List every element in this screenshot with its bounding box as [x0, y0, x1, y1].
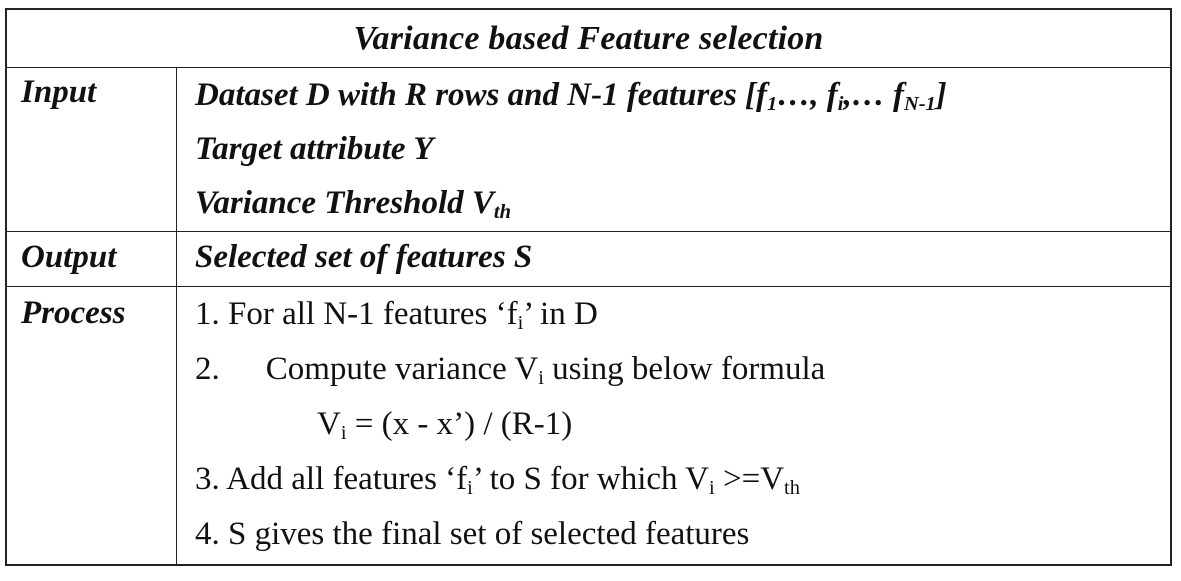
- variance-formula: Vi = (x - x’) / (R-1): [317, 406, 573, 445]
- input-label: Input: [7, 68, 177, 231]
- algorithm-table: Variance based Feature selection Input D…: [5, 8, 1172, 566]
- input-target-line: Target attribute Y: [195, 131, 434, 167]
- process-step-1: 1. For all N-1 features ‘fi’ in D: [195, 296, 598, 335]
- process-label: Process: [7, 287, 177, 564]
- output-label: Output: [7, 232, 177, 286]
- input-dataset-line: Dataset D with R rows and N-1 features […: [195, 77, 947, 116]
- process-steps: 1. For all N-1 features ‘fi’ in D 2.Comp…: [177, 287, 1170, 564]
- title-row: Variance based Feature selection: [7, 10, 1170, 67]
- table-title: Variance based Feature selection: [353, 19, 824, 57]
- process-row: Process 1. For all N-1 features ‘fi’ in …: [7, 286, 1170, 564]
- process-step-4: 4. S gives the final set of selected fea…: [195, 516, 750, 552]
- process-step-2: 2.Compute variance Vi using below formul…: [195, 351, 826, 390]
- input-values: Dataset D with R rows and N-1 features […: [177, 68, 1170, 231]
- output-value: Selected set of features S: [195, 239, 533, 275]
- process-step-3: 3. Add all features ‘fi’ to S for which …: [195, 461, 800, 500]
- output-row: Output Selected set of features S: [7, 231, 1170, 286]
- input-threshold-line: Variance Threshold Vth: [195, 185, 511, 224]
- input-row: Input Dataset D with R rows and N-1 feat…: [7, 67, 1170, 231]
